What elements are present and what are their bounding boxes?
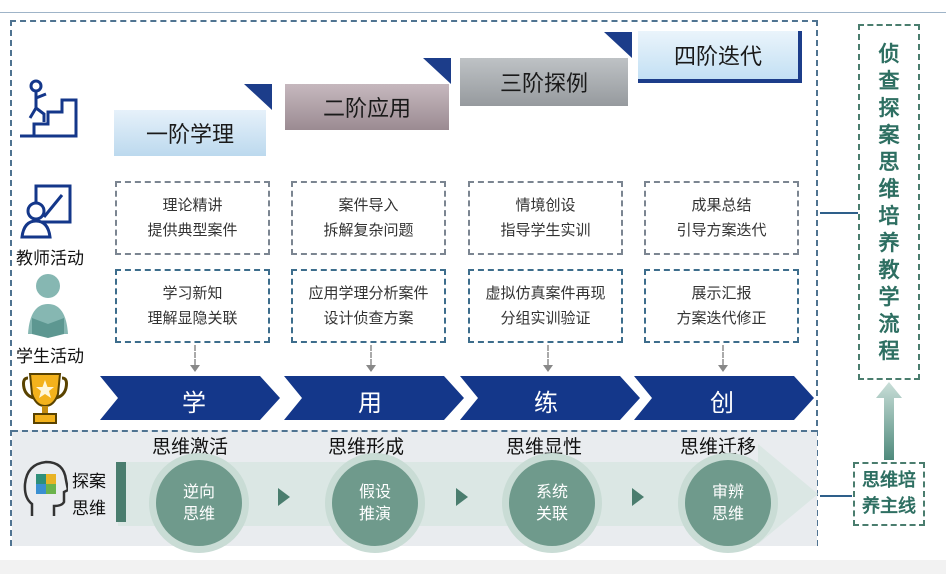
side-title-char: 程 xyxy=(878,338,900,363)
side-title-char: 养 xyxy=(878,230,900,255)
circle-text: 推演 xyxy=(358,504,391,523)
stage-corner-3 xyxy=(604,32,632,58)
chevron-arrows xyxy=(100,376,814,420)
circle-text: 关联 xyxy=(535,504,568,523)
connector-line xyxy=(547,345,549,365)
student-activity-text: 方案迭代修正 xyxy=(676,309,767,327)
phase-title: 思维激活 xyxy=(152,436,229,458)
side-title-char: 教 xyxy=(878,257,900,282)
trophy-icon xyxy=(22,372,68,426)
teacher-activity-text: 提供典型案件 xyxy=(147,221,238,239)
teacher-activity-text: 情境创设 xyxy=(515,196,576,214)
teacher-activity-text: 案件导入 xyxy=(338,196,399,214)
side-title-char: 学 xyxy=(878,284,900,309)
chevron-apply xyxy=(284,376,464,420)
side-title-char: 维 xyxy=(878,176,900,201)
connector-line xyxy=(722,345,724,365)
top-rule xyxy=(0,12,946,13)
side-title-char: 思 xyxy=(878,149,900,174)
arrow-label: 练 xyxy=(534,389,558,417)
thinking-circle: 系统 关联 xyxy=(502,453,602,553)
connector-arrowhead xyxy=(366,365,376,372)
stage-corner-1 xyxy=(244,84,272,110)
teacher-board-icon xyxy=(18,183,74,239)
head-puzzle-icon xyxy=(22,458,70,518)
teacher-activity-box: 案件导入 拆解复杂问题 xyxy=(291,181,446,255)
connector-arrowhead xyxy=(190,365,200,372)
big-arrow-bg xyxy=(118,444,818,544)
student-activity-label: 学生活动 xyxy=(16,347,84,367)
arrow-label: 用 xyxy=(358,389,382,417)
teacher-activity-label: 教师活动 xyxy=(16,249,84,269)
connector-arrowhead xyxy=(543,365,553,372)
side-title-char: 培 xyxy=(878,203,900,228)
side-title-char: 侦 xyxy=(878,41,900,66)
teacher-activity-text: 理论精讲 xyxy=(162,196,223,214)
chevron-practice xyxy=(460,376,640,420)
circle-text: 思维 xyxy=(182,504,215,523)
circle-text: 思维 xyxy=(711,504,744,523)
circle-text: 假设 xyxy=(358,482,391,501)
thinking-label: 思维 xyxy=(72,499,106,519)
side-title-char: 探 xyxy=(878,95,900,120)
student-activity-box: 展示汇报 方案迭代修正 xyxy=(644,269,799,343)
step-arrow-icon xyxy=(456,488,468,506)
teacher-activity-text: 成果总结 xyxy=(691,196,752,214)
chevron-create xyxy=(634,376,814,420)
stage-3: 三阶探例 xyxy=(460,58,628,106)
circle-text: 审辨 xyxy=(711,482,744,501)
side-title-char: 流 xyxy=(878,311,900,336)
connector-line xyxy=(194,345,196,365)
stage-4: 四阶迭代 xyxy=(638,31,802,83)
up-arrow-icon xyxy=(876,382,902,460)
chevron-learn xyxy=(100,376,280,420)
student-activity-text: 理解显隐关联 xyxy=(147,309,238,327)
student-activity-box: 学习新知 理解显隐关联 xyxy=(115,269,270,343)
side-title-box: 侦 查 探 案 思 维 培 养 教 学 流 程 xyxy=(858,24,920,380)
side-connector-top xyxy=(820,212,858,214)
stage-1: 一阶学理 xyxy=(114,110,266,156)
stairs-person-icon xyxy=(16,78,82,140)
side-title-char: 案 xyxy=(878,122,900,147)
student-reading-icon xyxy=(24,272,72,338)
step-arrow-icon xyxy=(632,488,644,506)
circle-text: 逆向 xyxy=(182,482,215,501)
arrow-label: 创 xyxy=(710,389,734,417)
main-line-box: 思维培 养主线 xyxy=(853,462,925,526)
main-line-text: 养主线 xyxy=(862,496,916,517)
teacher-activity-text: 拆解复杂问题 xyxy=(323,221,414,239)
student-activity-text: 分组实训验证 xyxy=(500,309,591,327)
arrow-label: 学 xyxy=(182,389,206,417)
connector-arrowhead xyxy=(718,365,728,372)
stage-corner-2 xyxy=(423,58,451,84)
side-connector-bottom xyxy=(820,495,852,497)
phase-title: 思维迁移 xyxy=(680,436,757,458)
bottom-strip xyxy=(0,560,946,574)
teacher-activity-text: 引导方案迭代 xyxy=(676,221,767,239)
thinking-circle: 逆向 思维 xyxy=(149,453,249,553)
step-arrow-icon xyxy=(278,488,290,506)
student-activity-text: 虚拟仿真案件再现 xyxy=(485,284,606,302)
side-title-char: 查 xyxy=(878,68,900,93)
student-activity-text: 展示汇报 xyxy=(691,284,752,302)
phase-title: 思维显性 xyxy=(506,436,583,458)
student-activity-text: 设计侦查方案 xyxy=(323,309,414,327)
main-line-text: 思维培 xyxy=(862,470,916,491)
connector-line xyxy=(370,345,372,365)
phase-title: 思维形成 xyxy=(328,436,405,458)
thinking-circle: 假设 推演 xyxy=(325,453,425,553)
circle-text: 系统 xyxy=(535,482,568,501)
student-activity-box: 虚拟仿真案件再现 分组实训验证 xyxy=(468,269,623,343)
teacher-activity-box: 理论精讲 提供典型案件 xyxy=(115,181,270,255)
thinking-label: 探案 xyxy=(72,472,106,492)
student-activity-text: 应用学理分析案件 xyxy=(308,284,429,302)
student-activity-box: 应用学理分析案件 设计侦查方案 xyxy=(291,269,446,343)
thinking-bar xyxy=(116,462,126,522)
student-activity-text: 学习新知 xyxy=(162,284,223,302)
thinking-circle: 审辨 思维 xyxy=(678,453,778,553)
teacher-activity-box: 成果总结 引导方案迭代 xyxy=(644,181,799,255)
teacher-activity-text: 指导学生实训 xyxy=(500,221,591,239)
teacher-activity-box: 情境创设 指导学生实训 xyxy=(468,181,623,255)
stage-2: 二阶应用 xyxy=(285,84,449,130)
